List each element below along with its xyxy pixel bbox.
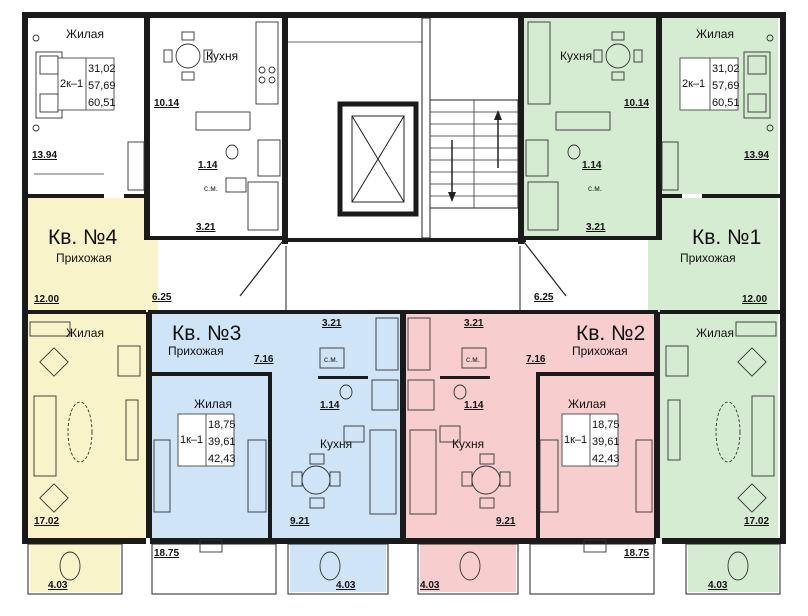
apt1-living2-label: Жилая: [696, 326, 734, 340]
apt4-info-v2: 57,69: [88, 80, 116, 92]
apt2-labels: Кв. №2 Прихожая Жилая Кухня с.м. 3.21 7.…: [420, 318, 649, 591]
apt3-info-box: 1к–1 18,75 39,61 42,43: [177, 413, 236, 467]
apt1-info-v1: 31,02: [712, 63, 740, 75]
apt2-area-hall: 7.16: [526, 354, 546, 365]
apt3-area-bath2: 3.21: [322, 318, 342, 329]
apt4-living2-label: Жилая: [66, 326, 104, 340]
apt1-area-corridor: 6.25: [534, 292, 554, 303]
walls: [22, 12, 786, 595]
furniture: [29, 21, 777, 581]
apt4-info-v3: 60,51: [88, 97, 116, 109]
apt1-area-hall: 12.00: [742, 294, 767, 305]
apt3-area-bath: 1.14: [320, 400, 340, 411]
apt2-area-bath: 1.14: [464, 400, 484, 411]
apt3-area-room: 18.75: [154, 548, 179, 559]
apt4-info-box: 2к–1 31,02 57,69 60,51: [57, 57, 116, 111]
apt1-corridor-fill: [648, 240, 660, 312]
apt3-area-hall: 7.16: [254, 354, 274, 365]
apt4-area-hall: 12.00: [34, 294, 59, 305]
apt1-info-box: 2к–1 31,02 57,69 60,51: [679, 57, 740, 111]
apt3-info-v2: 39,61: [208, 436, 236, 448]
apt1-area-room-top: 13.94: [744, 150, 769, 161]
apt1-balcony-fill: [688, 544, 778, 592]
apt4-area-room-top: 13.94: [32, 150, 57, 161]
apt2-info-v3: 42,43: [592, 453, 620, 465]
apt1-area-bath2: 3.21: [586, 222, 606, 233]
apt2-info-v2: 39,61: [592, 436, 620, 448]
apt2-title: Кв. №2: [576, 322, 645, 345]
apt1-title: Кв. №1: [692, 226, 761, 249]
apt2-living-label: Жилая: [568, 397, 606, 411]
apt1-info-v3: 60,51: [712, 97, 740, 109]
apt4-corridor-fill: [146, 240, 158, 312]
apt1-area-kitchen: 10.14: [624, 98, 649, 109]
apt3-labels: Кв. №3 Прихожая Жилая Кухня с.м. 3.21 7.…: [154, 318, 356, 591]
apt4-area-kitchen: 10.14: [154, 98, 179, 109]
apt2-area-room: 18.75: [624, 548, 649, 559]
apt1-info-v2: 57,69: [712, 80, 740, 92]
apt4-living-label: Жилая: [66, 27, 104, 41]
apt4-title: Кв. №4: [48, 226, 118, 249]
apt1-hall-fill: [660, 198, 778, 312]
apt3-kitchen-label: Кухня: [320, 437, 352, 451]
apt3-hall-label: Прихожая: [168, 344, 224, 358]
apt4-info-type: 2к–1: [60, 78, 83, 90]
apt2-area-balcony: 4.03: [420, 580, 440, 591]
apt1-area-bath: 1.14: [582, 160, 602, 171]
apt1-area-balcony: 4.03: [708, 580, 728, 591]
apt2-info-v1: 18,75: [592, 419, 620, 431]
apt1-living-label: Жилая: [696, 27, 734, 41]
staircase: [429, 99, 519, 209]
apt4-area-balcony: 4.03: [48, 580, 68, 591]
apt4-labels: Жилая Кухня Кв. №4 Прихожая Жилая с.м. 1…: [32, 27, 238, 591]
apt3-balcony-fill: [290, 544, 386, 592]
apt3-living-label: Жилая: [194, 397, 232, 411]
apt4-kitchen-label: Кухня: [206, 49, 238, 63]
apt4-hall-fill: [28, 198, 146, 312]
apt2-area-kitchen: 9.21: [496, 516, 516, 527]
apt3-area-balcony: 4.03: [336, 580, 356, 591]
apt2-info-type: 1к–1: [564, 434, 587, 446]
apt1-kitchen-fill: [524, 18, 658, 236]
apt1-hall-label: Прихожая: [680, 251, 736, 265]
apt1-area-room-bottom: 17.02: [744, 516, 769, 527]
apt2-kitchen-label: Кухня: [452, 437, 484, 451]
apt4-area-bath: 1.14: [198, 160, 218, 171]
apt4-info-v1: 31,02: [88, 63, 116, 75]
apt4-area-corridor: 6.25: [152, 292, 172, 303]
stair-core: [288, 17, 519, 239]
apt3-info-type: 1к–1: [180, 434, 203, 446]
apt3-info-v3: 42,43: [208, 453, 236, 465]
apt4-area-bath2: 3.21: [196, 222, 216, 233]
apt2-area-bath2: 3.21: [464, 318, 484, 329]
apt3-area-kitchen: 9.21: [290, 516, 310, 527]
apt4-sm-label: с.м.: [204, 184, 218, 193]
apt1-info-type: 2к–1: [682, 78, 705, 90]
apt1-sm-label: с.м.: [588, 184, 602, 193]
apt1-labels: Жилая Кухня Кв. №1 Прихожая Жилая с.м. 1…: [534, 27, 769, 591]
apt2-info-box: 1к–1 18,75 39,61 42,43: [561, 413, 620, 467]
apt4-area-room-bottom: 17.02: [34, 516, 59, 527]
apt3-info-v1: 18,75: [208, 419, 236, 431]
apt4-balcony-fill: [30, 544, 120, 592]
apt1-kitchen-label: Кухня: [560, 49, 592, 63]
apt2-hall-label: Прихожая: [572, 344, 628, 358]
apt4-hall-label: Прихожая: [56, 251, 112, 265]
apt3-sm-label: с.м.: [324, 355, 338, 364]
apt2-sm-label: с.м.: [466, 355, 480, 364]
apartment-fills: [28, 18, 778, 592]
apt3-title: Кв. №3: [172, 322, 241, 345]
